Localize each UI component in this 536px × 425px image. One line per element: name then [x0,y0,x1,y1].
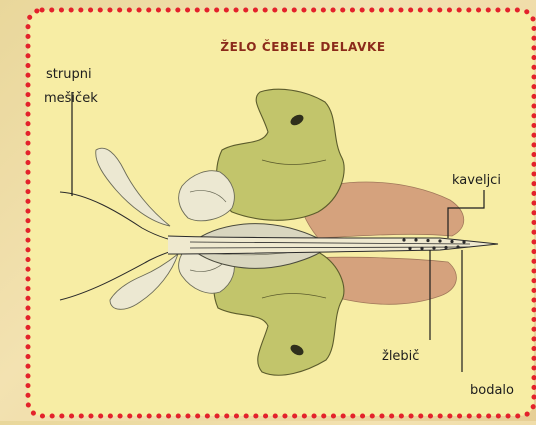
label-barbs: kaveljci [452,172,501,190]
label-venom-sac-1: strupni [46,66,92,84]
label-venom-sac-2: mešiček [44,90,98,108]
diagram-title: ŽELO ČEBELE DELAVKE [0,40,536,54]
label-groove: žlebič [382,348,419,366]
label-stylet: bodalo [470,382,514,400]
